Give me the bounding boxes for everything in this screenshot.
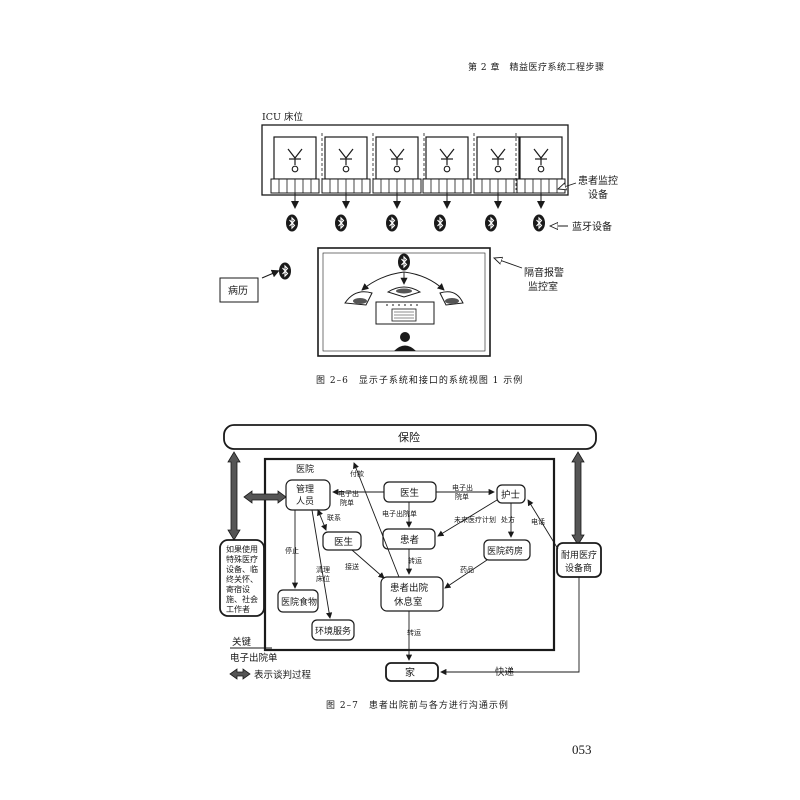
insurance-label: 保险 — [398, 430, 420, 444]
supplier-label-1: 耐用医疗 — [561, 549, 597, 561]
svg-text:转运: 转运 — [408, 556, 422, 565]
icu-bed-5 — [473, 136, 523, 194]
svg-text:终关怀、: 终关怀、 — [226, 574, 258, 584]
express-label: 快递 — [495, 666, 515, 678]
svg-text:家: 家 — [405, 666, 415, 679]
svg-text:人员: 人员 — [296, 496, 314, 507]
hospital-food-box — [277, 589, 319, 613]
negotiation-arrow-right — [571, 451, 585, 546]
svg-text:施、社会: 施、社会 — [226, 594, 258, 604]
svg-text:电子出院单: 电子出院单 — [382, 509, 417, 518]
icu-bed-label: ICU 床位 — [262, 111, 304, 123]
svg-text:联系: 联系 — [327, 513, 341, 522]
signal-arcs — [361, 271, 445, 291]
operator-silhouette-icon — [394, 332, 416, 351]
svg-text:管理: 管理 — [296, 483, 314, 495]
hospital-label: 医院 — [296, 463, 314, 475]
svg-text:未来医疗计划: 未来医疗计划 — [454, 515, 496, 524]
medical-record-label: 病历 — [228, 284, 248, 297]
svg-text:工作者: 工作者 — [226, 604, 250, 614]
icu-bed-1 — [270, 136, 320, 194]
speaker-right — [439, 291, 464, 306]
negotiation-arrow-left — [227, 451, 241, 541]
figure-2-7-caption: 图 2–7 患者出院前与各方进行沟通示例 — [326, 701, 509, 711]
svg-text:患者: 患者 — [400, 534, 419, 546]
svg-text:休息室: 休息室 — [394, 596, 423, 608]
insurance-box — [223, 424, 597, 450]
legend-negotiation: 表示谈判过程 — [254, 669, 312, 681]
legend: 关键 电子出院单 表示谈判过程 — [229, 636, 312, 681]
svg-text:电子出: 电子出 — [338, 489, 359, 498]
monitor-device-label-1: 患者监控 — [578, 174, 618, 187]
monitoring-room-label-1: 隔音报警 — [524, 266, 564, 279]
svg-text:医院药房: 医院药房 — [487, 545, 523, 557]
doctor-left-box — [322, 531, 362, 551]
social-workers-text: 如果使用 特殊医疗 设备、临 终关怀、 寄宿设 施、社会 工作者 — [226, 544, 258, 614]
svg-text:付款: 付款 — [350, 469, 364, 478]
env-service-box — [311, 619, 355, 641]
page-number: 053 — [572, 742, 592, 757]
running-header: 第 2 章 精益医疗系统工程步骤 — [468, 63, 605, 73]
bluetooth-device-label: 蓝牙设备 — [572, 220, 612, 233]
svg-text:护士: 护士 — [501, 489, 521, 501]
legend-double-arrow-icon — [229, 668, 251, 680]
svg-text:床位: 床位 — [316, 574, 330, 583]
svg-text:特殊医疗: 特殊医疗 — [226, 554, 258, 564]
supplier-label-2: 设备商 — [565, 562, 592, 574]
svg-text:医院食物: 医院食物 — [281, 596, 317, 608]
svg-text:环境服务: 环境服务 — [315, 625, 351, 637]
svg-text:患者出院: 患者出院 — [390, 582, 429, 594]
svg-text:接送: 接送 — [345, 562, 359, 571]
svg-text:电子出: 电子出 — [452, 483, 473, 492]
legend-edc: 电子出院单 — [230, 652, 278, 664]
svg-text:寄宿设: 寄宿设 — [226, 584, 250, 594]
social-workers-box — [219, 539, 265, 617]
svg-text:处方: 处方 — [501, 515, 515, 524]
svg-text:医生: 医生 — [400, 487, 420, 499]
keyboard-console — [375, 301, 435, 325]
edge-labels: 付款 电子出 院单 电子出 院单 电子出院单 联系 未来医疗计划 处方 电话 停… — [285, 469, 545, 637]
icu-bed-2 — [321, 136, 371, 194]
pharmacy-box — [483, 539, 531, 561]
svg-text:停止: 停止 — [285, 546, 299, 555]
legend-key: 关键 — [232, 636, 252, 648]
connector-lines — [291, 462, 580, 676]
figure-2-6-caption: 图 2–6 显示子系统和接口的系统视图 1 示例 — [316, 376, 524, 386]
monitoring-room-label-2: 监控室 — [528, 280, 558, 293]
discharge-lounge-box — [380, 576, 444, 612]
svg-text:药品: 药品 — [460, 565, 474, 574]
svg-text:医生: 医生 — [334, 536, 354, 548]
svg-text:设备、临: 设备、临 — [226, 564, 258, 574]
manager-box — [285, 479, 331, 511]
svg-text:如果使用: 如果使用 — [226, 544, 258, 554]
svg-text:转运: 转运 — [407, 628, 421, 637]
medical-record-box — [219, 277, 259, 303]
svg-text:院单: 院单 — [340, 498, 354, 507]
icu-bed-3 — [372, 136, 422, 194]
home-box — [385, 662, 439, 682]
svg-text:电话: 电话 — [531, 517, 545, 526]
speaker-center — [386, 286, 422, 298]
svg-text:清理: 清理 — [316, 565, 330, 574]
speaker-left — [344, 291, 373, 306]
svg-text:院单: 院单 — [455, 492, 469, 501]
monitor-device-label-2: 设备 — [588, 188, 608, 201]
